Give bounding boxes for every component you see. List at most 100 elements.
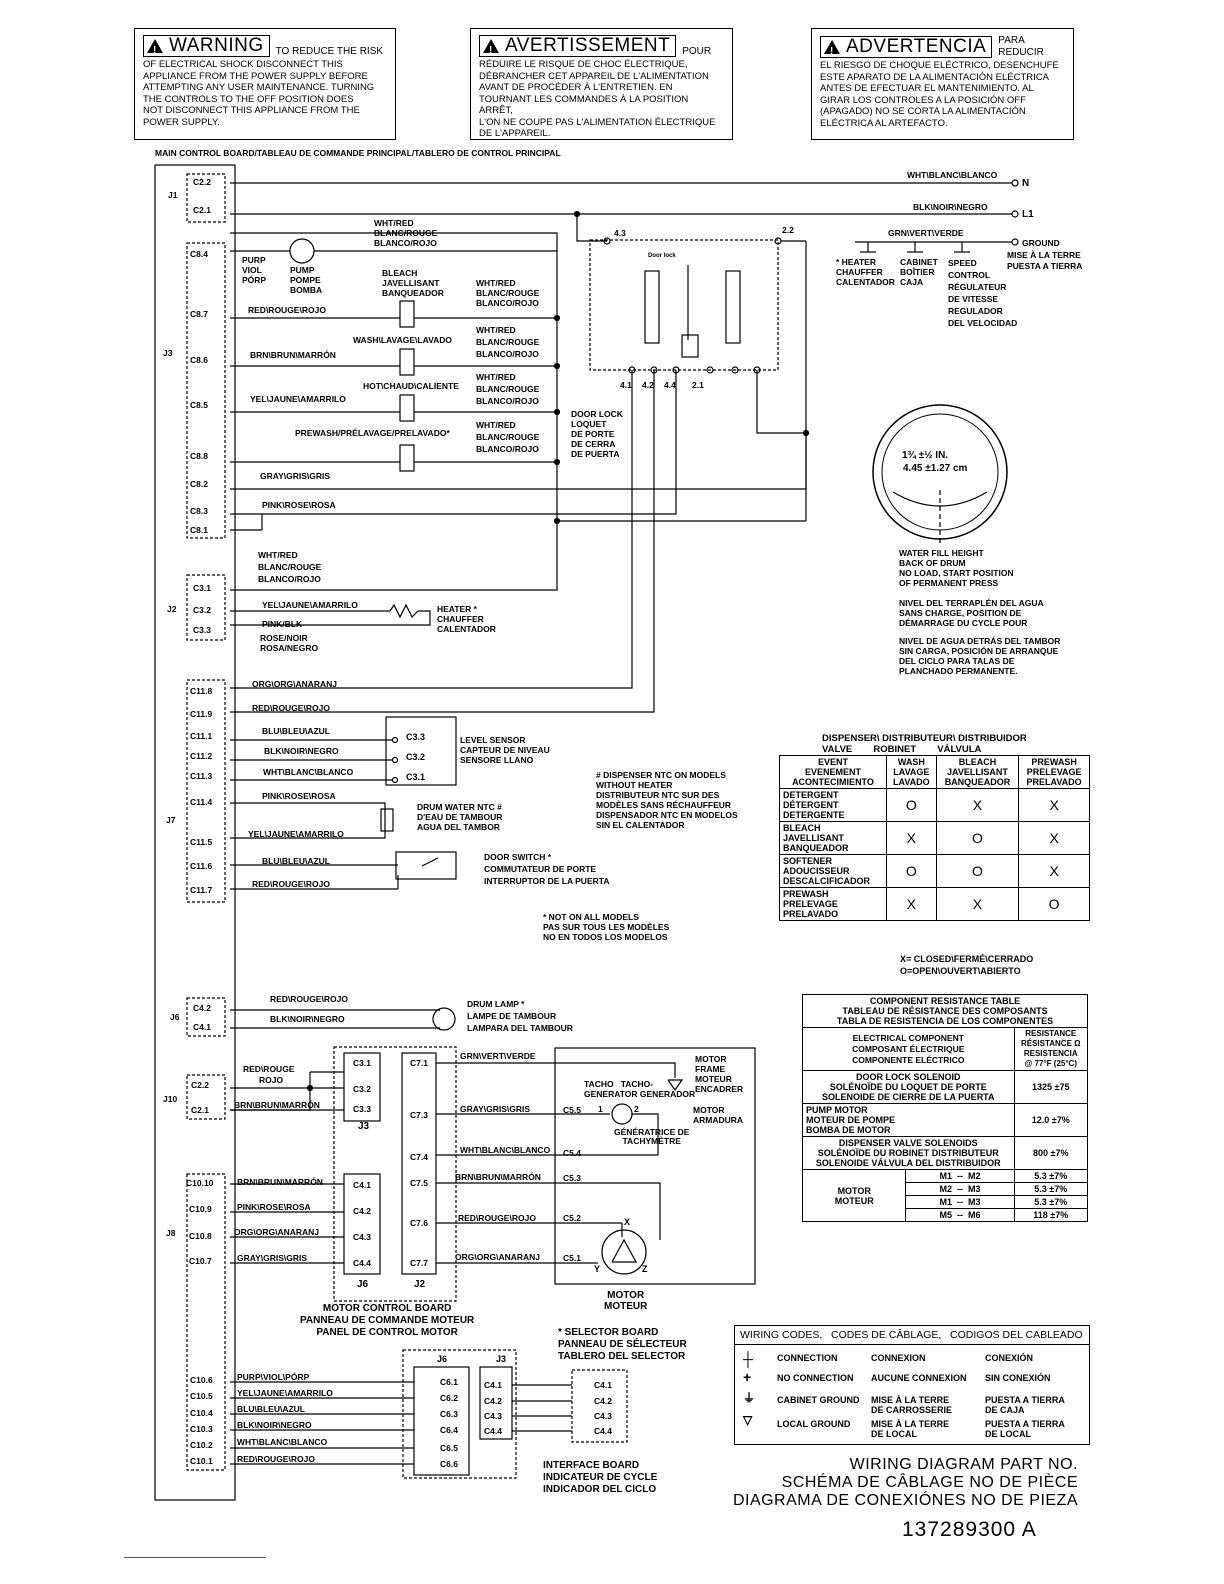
wire-label: WHT\BLANC\BLANCO xyxy=(460,1145,551,1155)
pin-label: 4.1 xyxy=(620,380,632,390)
table-header: COMPONENT RESISTANCE TABLE TABLEAU DE RÉ… xyxy=(802,994,1088,1028)
prewash-label: PREWASH/PRÉLAVAGE/PRELAVADO* xyxy=(295,428,450,438)
wire-label: ORG\ORG\ANARANJ xyxy=(455,1252,541,1262)
terminal-label: PUESTA A TIERRA xyxy=(1007,261,1083,271)
drum-dimension: 4.45 ±1.27 cm xyxy=(903,463,968,474)
pin-label: C10.3 xyxy=(190,1424,213,1434)
wire-label: RED\ROUGE\ROJO xyxy=(237,1454,315,1464)
pin-label: C2.1 xyxy=(191,1105,209,1115)
pin-label: C8.2 xyxy=(190,479,208,489)
main-board-outline xyxy=(154,164,236,1501)
ptc-delay xyxy=(725,270,741,344)
connector-label: J6 xyxy=(170,1012,180,1022)
drum-dimension: 1¾ ±½ IN. xyxy=(902,450,949,461)
sel-j6 xyxy=(413,1366,470,1476)
connector-label: J3 xyxy=(163,348,173,358)
pin-label: C6.1 xyxy=(440,1377,458,1387)
table-header: EVENT EVENEMENT ACONTECIMIENTO xyxy=(779,755,887,789)
pin-label: C10.7 xyxy=(189,1256,212,1266)
pin-label: C4.4 xyxy=(594,1426,612,1436)
drum-lamp-symbol xyxy=(432,1007,456,1031)
main-motor-symbol xyxy=(601,1229,647,1275)
j8-block xyxy=(186,1173,226,1471)
pin-label: C8.8 xyxy=(190,451,208,461)
dispenser-table-header: DISPENSER\ DISTRIBUTEUR\ DISTRIBUIDOR VA… xyxy=(822,733,1027,755)
fill-height-note-es: NIVEL DE AGUA DETRÁS DEL TAMBOR SIN CARG… xyxy=(899,636,1061,676)
wire-label: BRN\BRUN\MARRÓN xyxy=(237,1177,323,1187)
warning-suffix: TO REDUCE THE RISK xyxy=(275,45,384,57)
pin-label: 4.2 xyxy=(642,380,654,390)
table-row: DOOR LOCK SOLENOID SOLÉNOÏDE DU LOQUET D… xyxy=(802,1070,1089,1104)
drum-ntc xyxy=(380,808,394,832)
pin-label: C8.1 xyxy=(190,525,208,535)
terminal-n xyxy=(1011,179,1019,187)
pin-label: C4.2 xyxy=(353,1206,371,1216)
bleach-valve-coil xyxy=(399,300,415,328)
pin-label: 2.2 xyxy=(782,225,794,235)
wire-label: BLU\BLEU\AZUL xyxy=(237,1404,305,1414)
pin-label: C7.6 xyxy=(410,1218,428,1228)
pin-label: C10.9 xyxy=(189,1204,212,1214)
pin-label: C4.1 xyxy=(484,1380,502,1390)
pin-label: C4.4 xyxy=(484,1426,502,1436)
wire-red-c119 xyxy=(230,370,655,713)
dispenser-table: EVENT EVENEMENT ACONTECIMIENTO WASH LAVA… xyxy=(779,755,1090,921)
pin-label: C3.3 xyxy=(193,625,211,635)
pin-label: C7.7 xyxy=(410,1258,428,1268)
terminal-ground xyxy=(1011,238,1019,246)
wash-valve-coil xyxy=(399,348,415,376)
j1-block xyxy=(186,173,226,223)
warning-title: AVERTISSEMENT xyxy=(479,35,677,61)
j6-block xyxy=(186,997,226,1037)
pin-label: C11.7 xyxy=(190,885,213,895)
terminal-l1 xyxy=(1011,210,1019,218)
pin-label: C11.1 xyxy=(190,731,213,741)
pin-label: C10.5 xyxy=(190,1391,213,1401)
pin-label: C7.5 xyxy=(410,1178,428,1188)
table-header: PREWASH PRELEVAGE PRELAVADO xyxy=(1018,755,1090,789)
pin-label: C5.1 xyxy=(563,1253,581,1263)
main-board-title: MAIN CONTROL BOARD/TABLEAU DE COMMANDE P… xyxy=(155,148,561,158)
wire-label: GRAY\GRIS\GRIS xyxy=(237,1253,308,1263)
pin-label: C6.5 xyxy=(440,1443,458,1453)
pin-label: C3.3 xyxy=(406,732,426,742)
sel-j3 xyxy=(479,1366,513,1440)
pin-label: C7.1 xyxy=(410,1058,428,1068)
warning-triangle-icon xyxy=(824,40,840,62)
wire-label: BRN\BRUN\MARRÓN xyxy=(455,1172,541,1182)
pin-label: C8.3 xyxy=(190,506,208,516)
warning-text: EL RIESGO DE CHOQUE ELÉCTRICO, DESENCHUF… xyxy=(820,60,1059,129)
fill-height-note: WATER FILL HEIGHT BACK OF DRUM NO LOAD, … xyxy=(899,548,1014,588)
wire-label: GRAY\GRIS\GRIS xyxy=(460,1104,531,1114)
pin-label: C6.6 xyxy=(440,1459,458,1469)
fill-height-note-fr: NIVEL DEL TERRAPLÉN DEL AGUA SANS CHARGE… xyxy=(899,598,1044,628)
wiring-codes-title: WIRING CODES, CODES DE CÂBLAGE, CODIGOS … xyxy=(735,1326,1089,1345)
tacho-generator-symbol xyxy=(611,1103,633,1125)
pin-label: C7.4 xyxy=(410,1152,428,1162)
ptc-delay-active xyxy=(644,270,660,344)
j10-block xyxy=(186,1074,226,1120)
wire-label: PINK/BLK xyxy=(262,619,303,629)
pin-label: C6.4 xyxy=(440,1425,458,1435)
pin-label: C3.1 xyxy=(193,583,211,593)
mcb-j2 xyxy=(401,1052,437,1275)
wire-label: GRAY\GRIS\GRIS xyxy=(260,471,331,481)
wire-label: RED\ROUGE\ROJO xyxy=(270,994,348,1004)
